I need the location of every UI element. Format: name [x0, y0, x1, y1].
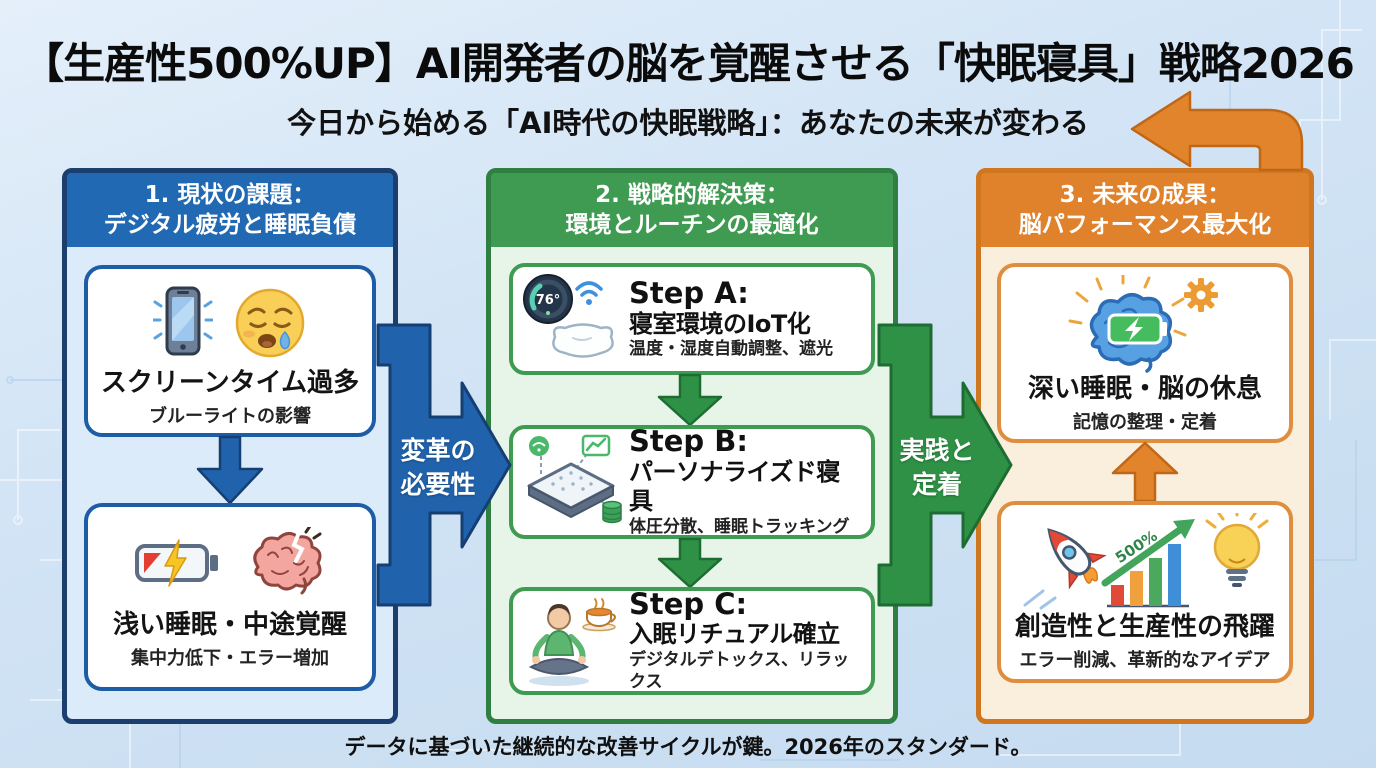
panel-problem-header-line1: 1. 現状の課題： — [144, 181, 316, 208]
step-a-box: 76° Step A: 寝室環境のIoT化 温度・湿度自動調整、遮光 — [509, 263, 875, 375]
wifi-icon — [575, 281, 603, 305]
step-c-box: Step C: 入眠リチュアル確立 デジタルデトックス、リラックス — [509, 587, 875, 695]
low-battery-icon — [135, 539, 218, 587]
battery-charge-icon — [1107, 313, 1167, 345]
smart-mattress-icon — [527, 462, 615, 518]
step-c-title: 入眠リチュアル確立 — [629, 620, 840, 649]
panel-outcome: 3. 未来の成果： 脳パフォーマンス最大化 — [976, 168, 1314, 724]
outcome-box-creativity: 500% 創造性と — [997, 501, 1293, 683]
smart-thermostat-icon: 76° — [523, 274, 573, 324]
panel-solution-header: 2. 戦略的解決策： 環境とルーチンの最適化 — [491, 173, 893, 247]
problem-box1-icons — [92, 277, 368, 369]
transformation-label-line2: 必要性 — [400, 469, 476, 499]
wifi-badge-icon — [529, 436, 549, 456]
step-c-icons — [521, 593, 623, 689]
step-b-label: Step B: — [629, 424, 748, 459]
outcome-box1-title: 深い睡眠・脳の休息 — [1027, 374, 1262, 404]
thermostat-value: 76° — [536, 293, 561, 308]
practice-label-line1: 実践と — [899, 436, 975, 465]
panel-solution: 2. 戦略的解決策： 環境とルーチンの最適化 76° — [486, 168, 898, 724]
solution-to-outcome-arrow — [877, 323, 1013, 607]
panel-solution-header-line2: 環境とルーチンの最適化 — [565, 212, 819, 238]
panel-outcome-header-line1: 3. 未来の成果： — [1059, 181, 1231, 208]
meditation-icon — [528, 604, 590, 675]
growth-chart-icon: 500% — [1101, 519, 1195, 608]
problem-box-screen-time: スクリーンタイム過多 ブルーライトの影響 — [84, 265, 376, 437]
outcome-box1-subtitle: 記憶の整理・定着 — [1073, 411, 1217, 433]
panel-problem-header: 1. 現状の課題： デジタル疲労と睡眠負債 — [67, 173, 393, 247]
overloaded-brain-icon — [253, 527, 322, 595]
glow-rays-icon — [1068, 275, 1187, 337]
step-c-subtitle: デジタルデトックス、リラックス — [629, 650, 850, 693]
outcome-box2-icons: 500% — [1005, 513, 1285, 613]
problem-to-solution-label: 変革の 必要性 — [390, 434, 486, 502]
page-title: 【生産性500%UP】AI開発者の脳を覚醒させる「快眠寝具」戦略2026 — [22, 39, 1355, 88]
problem-box1-title: スクリーンタイム過多 — [100, 368, 360, 398]
panel-problem: 1. 現状の課題： デジタル疲労と睡眠負債 — [62, 168, 398, 724]
step-b-box: Step B: パーソナライズド寝具 体圧分散、睡眠トラッキング — [509, 425, 875, 539]
lightbulb-icon — [1205, 513, 1269, 587]
step-b-subtitle: 体圧分散、睡眠トラッキング — [629, 516, 850, 537]
step-c-label: Step C: — [629, 586, 748, 621]
problem-box2-icons — [92, 515, 368, 611]
tea-cup-icon — [582, 598, 616, 632]
problem-box2-subtitle: 集中力低下・エラー増加 — [131, 647, 329, 669]
gear-icon — [1184, 278, 1218, 312]
database-icon — [602, 500, 622, 524]
panel-problem-header-line2: デジタル疲労と睡眠負債 — [103, 212, 357, 238]
problem-box2-title: 浅い睡眠・中途覚醒 — [112, 610, 347, 640]
outcome-box-deep-sleep: 深い睡眠・脳の休息 記憶の整理・定着 — [997, 263, 1293, 443]
step-a-title: 寝室環境のIoT化 — [629, 309, 811, 338]
outcome-box2-subtitle: エラー削減、革新的なアイデア — [1019, 649, 1271, 671]
practice-label-line2: 定着 — [911, 469, 962, 499]
mini-chart-icon — [581, 434, 611, 457]
step-a-label: Step A: — [629, 275, 749, 310]
footer-note: データに基づいた継続的な改善サイクルが鍵。2026年のスタンダード。 — [344, 735, 1032, 759]
vibrating-phone-icon — [153, 286, 213, 356]
step-a-to-b-arrow — [657, 373, 723, 427]
problem-to-solution-arrow — [376, 323, 512, 607]
problem-box1-subtitle: ブルーライトの影響 — [149, 405, 311, 427]
pillow-icon — [552, 323, 614, 358]
step-a-subtitle: 温度・湿度自動調整、遮光 — [629, 339, 833, 360]
sleepy-face-icon — [235, 288, 305, 358]
step-b-to-c-arrow — [657, 537, 723, 589]
panel-solution-header-line1: 2. 戦略的解決策： — [595, 181, 789, 208]
step-a-icons: 76° — [521, 271, 623, 367]
panel-outcome-header: 3. 未来の成果： 脳パフォーマンス最大化 — [981, 173, 1309, 247]
rocket-icon — [1047, 528, 1107, 590]
problem-box-shallow-sleep: 浅い睡眠・中途覚醒 集中力低下・エラー増加 — [84, 503, 376, 691]
step-b-title: パーソナライズド寝具 — [629, 458, 840, 515]
problem-down-arrow — [196, 435, 264, 505]
outcome-up-arrow — [1111, 441, 1179, 503]
feedback-loop-arrow — [1130, 90, 1304, 172]
solution-to-outcome-label: 実践と 定着 — [889, 434, 985, 502]
page-subtitle: 今日から始める「AI時代の快眠戦略」：あなたの未来が変わる — [287, 106, 1089, 140]
outcome-box2-title: 創造性と生産性の飛躍 — [1014, 612, 1275, 642]
outcome-box1-icons — [1005, 275, 1285, 375]
step-b-icons — [521, 434, 623, 530]
transformation-label-line1: 変革の — [400, 436, 476, 465]
panel-outcome-header-line2: 脳パフォーマンス最大化 — [1018, 212, 1272, 238]
